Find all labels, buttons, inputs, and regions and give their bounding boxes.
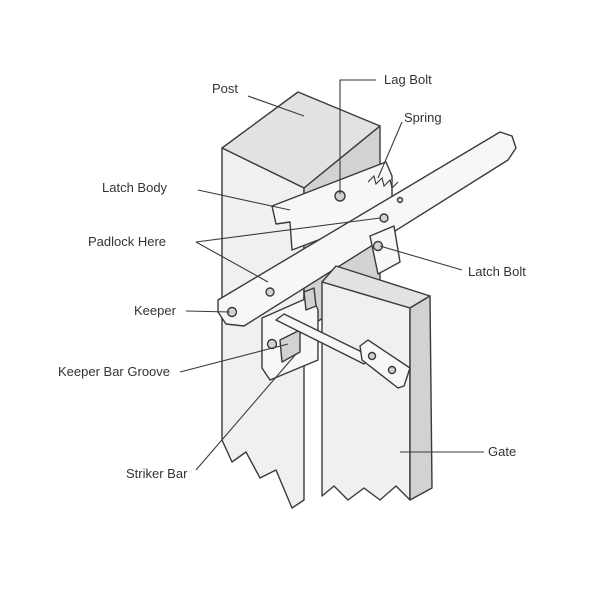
leader-latch-body xyxy=(197,189,291,211)
label-latch-bolt: Latch Bolt xyxy=(468,264,526,279)
gate-front-face xyxy=(321,281,411,501)
keeper xyxy=(261,295,319,381)
leader-lag-bolt xyxy=(339,79,376,194)
spring-coil xyxy=(367,174,399,190)
spring xyxy=(367,174,399,190)
label-striker-bar: Striker Bar xyxy=(126,466,188,481)
striker-screw-2 xyxy=(387,365,397,375)
leader-padlock-2 xyxy=(195,217,381,243)
label-latch-body: Latch Body xyxy=(102,180,168,195)
label-spring: Spring xyxy=(404,110,442,125)
latch-bolt-head xyxy=(372,240,384,252)
leader-post xyxy=(247,95,305,117)
leader-lines xyxy=(179,79,484,471)
latch-bolt xyxy=(369,225,401,275)
latch-arm-bar xyxy=(217,131,517,327)
arm-rivet xyxy=(396,196,404,204)
label-keeper-bar-groove: Keeper Bar Groove xyxy=(58,364,170,379)
post-slot xyxy=(303,287,317,311)
gate-side-face xyxy=(409,295,433,501)
label-post: Post xyxy=(212,81,238,96)
leader-keeper xyxy=(185,310,231,313)
label-keeper: Keeper xyxy=(134,303,177,318)
latch-bolt-block xyxy=(369,225,401,275)
striker-screw-1 xyxy=(367,351,377,361)
padlock-hole-1 xyxy=(265,287,275,297)
labels: Post Lag Bolt Spring Latch Body Padlock … xyxy=(58,72,526,481)
leader-spring xyxy=(377,121,403,179)
keeper-bar-groove xyxy=(279,329,301,363)
striker-bar xyxy=(275,313,411,389)
padlock-hole-2 xyxy=(379,213,389,223)
label-padlock-here: Padlock Here xyxy=(88,234,166,249)
latch-arm xyxy=(217,131,517,327)
leader-padlock-1 xyxy=(195,241,269,283)
label-lag-bolt: Lag Bolt xyxy=(384,72,432,87)
gate xyxy=(303,265,433,501)
label-gate: Gate xyxy=(488,444,516,459)
leader-latch-bolt xyxy=(379,245,463,271)
leader-striker-bar xyxy=(195,353,297,471)
leader-keeper-bar-groove xyxy=(179,343,289,373)
